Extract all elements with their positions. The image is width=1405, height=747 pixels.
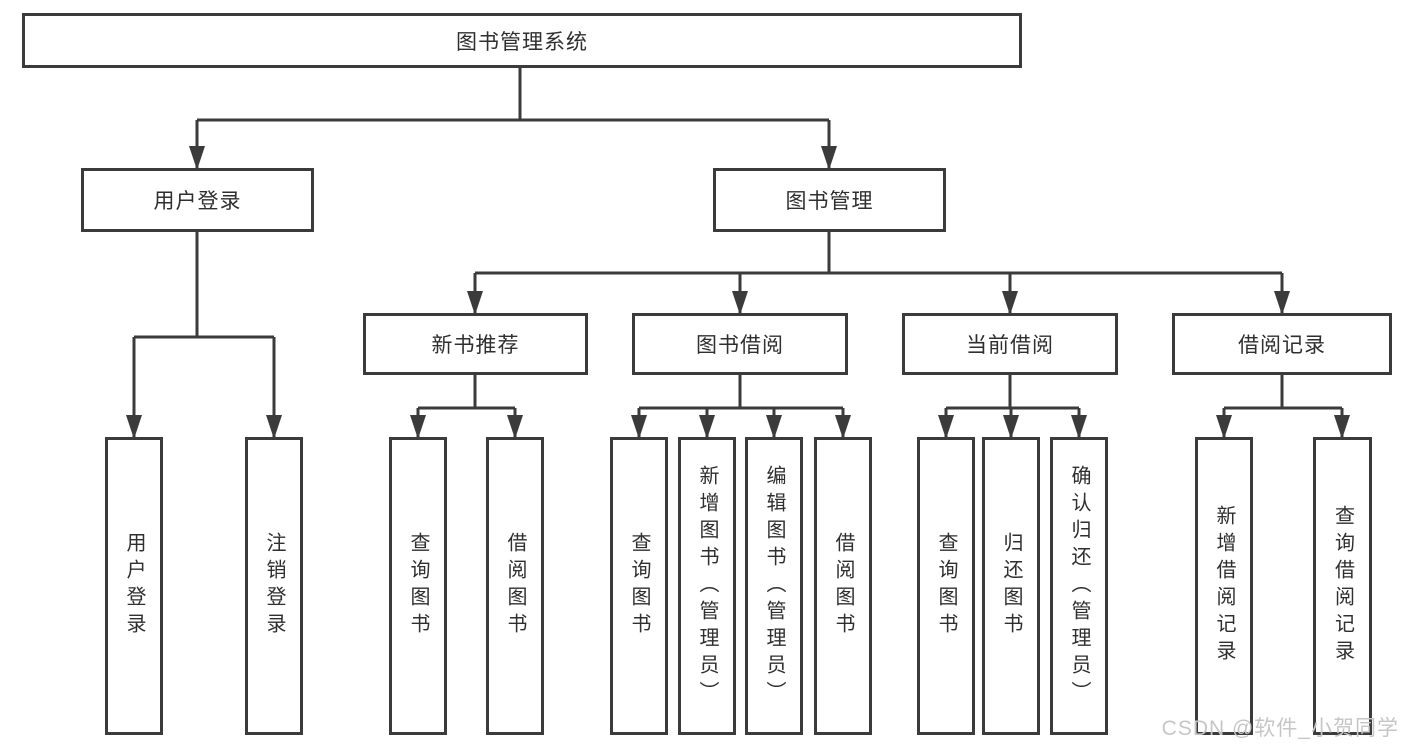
node-leaf-borrowing-borrow: 借阅图书 [814,437,872,735]
node-new-book-recommend-label: 新书推荐 [431,334,520,357]
csdn-watermark: CSDN @软件_小贺同学 [1161,717,1399,740]
node-new-book-recommend: 新书推荐 [363,313,588,375]
node-leaf-current-return: 归还图书 [982,437,1040,735]
node-current-borrowing-label: 当前借阅 [966,334,1054,357]
node-borrow-records-label: 借阅记录 [1238,334,1326,357]
node-book-management-label: 图书管理 [785,190,874,213]
node-leaf-user-login: 用户登录 [105,437,163,735]
node-book-management: 图书管理 [713,168,946,232]
node-leaf-current-confirm-admin-label: 确认归还（管理员） [1068,464,1090,708]
node-leaf-borrowing-query: 查询图书 [610,437,668,735]
node-leaf-current-query-label: 查询图书 [935,532,957,640]
node-leaf-current-return-label: 归还图书 [1000,532,1022,640]
node-leaf-borrowing-borrow-label: 借阅图书 [832,532,854,640]
node-book-borrowing: 图书借阅 [632,313,848,375]
node-leaf-logout-label: 注销登录 [263,532,285,640]
node-leaf-borrowing-query-label: 查询图书 [628,532,650,640]
node-leaf-records-add-label: 新增借阅记录 [1213,505,1235,667]
arrowheads [126,146,1350,439]
node-leaf-borrowing-add-admin-label: 新增图书（管理员） [696,464,718,708]
node-leaf-borrowing-add-admin: 新增图书（管理员） [678,437,736,735]
node-book-borrowing-label: 图书借阅 [696,334,784,357]
node-current-borrowing: 当前借阅 [902,313,1118,375]
node-leaf-records-add: 新增借阅记录 [1195,437,1253,735]
node-leaf-newbooks-borrow-label: 借阅图书 [504,532,526,640]
node-root-system-label: 图书管理系统 [456,30,588,54]
node-leaf-newbooks-query-label: 查询图书 [407,532,429,640]
node-user-login-label: 用户登录 [153,190,242,213]
node-leaf-records-query: 查询借阅记录 [1313,437,1372,735]
node-leaf-user-login-label: 用户登录 [123,532,145,640]
node-leaf-newbooks-borrow: 借阅图书 [486,437,544,735]
node-leaf-records-query-label: 查询借阅记录 [1331,505,1354,667]
node-leaf-borrowing-edit-admin: 编辑图书（管理员） [745,437,803,735]
node-root-system: 图书管理系统 [22,13,1022,68]
node-borrow-records: 借阅记录 [1172,313,1392,375]
node-leaf-current-query: 查询图书 [917,437,975,735]
node-leaf-borrowing-edit-admin-label: 编辑图书（管理员） [763,464,785,708]
node-leaf-current-confirm-admin: 确认归还（管理员） [1050,437,1108,735]
node-leaf-newbooks-query: 查询图书 [389,437,447,735]
node-leaf-logout: 注销登录 [245,437,303,735]
node-user-login: 用户登录 [81,168,314,232]
